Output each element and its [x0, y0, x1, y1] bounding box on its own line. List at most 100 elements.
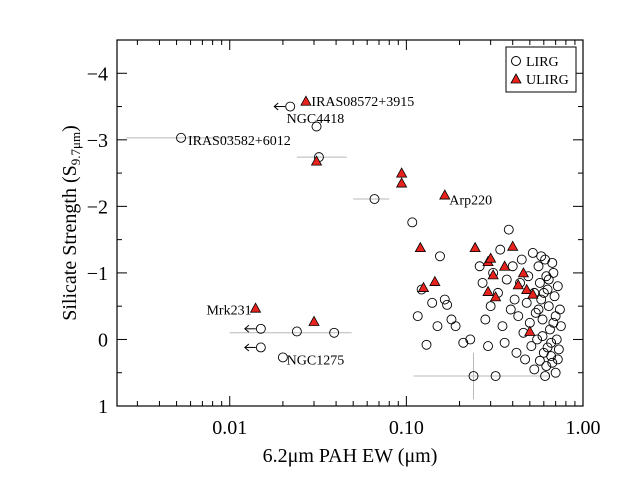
x-tick-label: 1.00: [566, 417, 601, 439]
lirg-point: [483, 341, 493, 352]
lirg-point: [432, 321, 443, 332]
lirg-point: [509, 294, 520, 305]
lirg-point: [421, 339, 432, 350]
lirg-point: [552, 354, 563, 365]
lirg-point: [485, 301, 496, 312]
lirg-point: [547, 257, 558, 268]
lirg-point: [503, 224, 514, 235]
lirg-point: [537, 331, 548, 342]
lirg-point: [505, 304, 516, 315]
y-tick-label: 0: [98, 329, 108, 351]
lirg-point: [543, 301, 554, 312]
ulirg-point: [439, 189, 451, 200]
y-axis-title: Silicate Strength (S9.7μm): [59, 125, 83, 321]
ulirg-point: [395, 167, 408, 178]
lirg-point: [550, 367, 561, 378]
y-tick-label: −1: [87, 263, 108, 285]
ulirg-point: [498, 260, 511, 271]
lirg-point: [547, 357, 558, 368]
lirg-point: [532, 334, 543, 345]
lirg-point: [499, 337, 510, 348]
lirg-point: [552, 281, 563, 292]
lirg-point: [545, 324, 555, 335]
ulirg-point: [300, 95, 312, 106]
ulirg-point: [484, 252, 497, 263]
plot-frame: [116, 39, 584, 407]
ulirg-point: [521, 283, 533, 294]
lirg-point: [527, 247, 538, 258]
lirg-point: [465, 334, 476, 345]
lirg-point: [543, 274, 554, 285]
y-tick-label: 1: [98, 396, 108, 418]
lirg-point: [497, 321, 508, 332]
lirg-point: [513, 311, 524, 322]
lirg-point: [526, 341, 537, 352]
lirg-point: [474, 261, 485, 272]
lirg-point: [255, 323, 266, 334]
lirg-point: [542, 342, 553, 353]
point-annotation: NGC1275: [287, 353, 345, 368]
ulirg-point: [249, 302, 262, 313]
lirg-point: [490, 371, 501, 382]
lirg-point: [546, 351, 557, 362]
legend: LIRG ULIRG: [505, 46, 577, 93]
lirg-point: [520, 354, 531, 365]
y-axis-title-subscript: 9.7μm: [68, 132, 83, 165]
lirg-point: [369, 194, 380, 204]
annotation-layer: IRAS08572+3915NGC4418IRAS03582+6012Arp22…: [188, 95, 492, 368]
lirg-point: [530, 307, 541, 318]
ulirg-point: [395, 177, 408, 188]
ulirg-point: [524, 325, 536, 336]
ulirg-point: [308, 315, 320, 326]
lirg-point: [536, 251, 547, 262]
lirg-point: [442, 299, 453, 310]
point-annotation: Mrk231: [206, 304, 251, 319]
lirg-point: [450, 321, 461, 332]
lirg-point: [538, 287, 549, 298]
legend-ulirg-label: ULIRG: [526, 73, 569, 88]
upper-limit-arrow-head: [244, 343, 250, 352]
lirg-point: [536, 294, 547, 305]
ulirg-point: [489, 291, 502, 302]
lirg-point: [521, 297, 532, 308]
point-annotation: IRAS08572+3915: [311, 95, 414, 110]
lirg-point: [549, 291, 560, 302]
lirg-point: [468, 371, 479, 382]
lirg-point: [540, 254, 551, 265]
ulirg-point: [482, 285, 494, 296]
upper-limit-arrow-head: [273, 102, 279, 111]
lirg-point: [439, 294, 450, 305]
ulirg-point: [414, 241, 427, 253]
lirg-point: [554, 304, 565, 315]
lirg-point: [427, 297, 438, 308]
lirg-point: [511, 347, 522, 358]
point-annotation: NGC4418: [287, 112, 345, 127]
lirg-point: [542, 284, 553, 295]
lirg-point: [516, 254, 527, 265]
y-tick-label: −4: [87, 63, 108, 85]
lirg-point: [541, 361, 552, 372]
point-annotation: Arp220: [449, 194, 492, 209]
lirg-point: [533, 304, 544, 315]
lirg-point: [480, 314, 491, 325]
ulirg-point: [417, 281, 430, 292]
lirg-point: [285, 101, 296, 112]
lirg-point: [534, 277, 545, 288]
lirg-point: [553, 344, 564, 355]
lirg-point: [548, 317, 559, 328]
lirg-point: [329, 327, 340, 338]
lirg-point: [537, 314, 548, 325]
ulirg-point: [469, 241, 481, 253]
x-tick-label: 0.10: [389, 417, 424, 439]
lirg-point: [529, 364, 540, 375]
y-axis-title-main: Silicate Strength (S: [59, 165, 81, 321]
lirg-point: [477, 277, 488, 288]
x-tick-label: 0.01: [212, 417, 247, 439]
lirg-point: [311, 121, 322, 132]
y-axis-title-close: ): [59, 125, 81, 132]
lirg-point: [495, 244, 506, 255]
ulirg-point: [512, 279, 524, 290]
point-annotation: IRAS03582+6012: [188, 134, 291, 149]
